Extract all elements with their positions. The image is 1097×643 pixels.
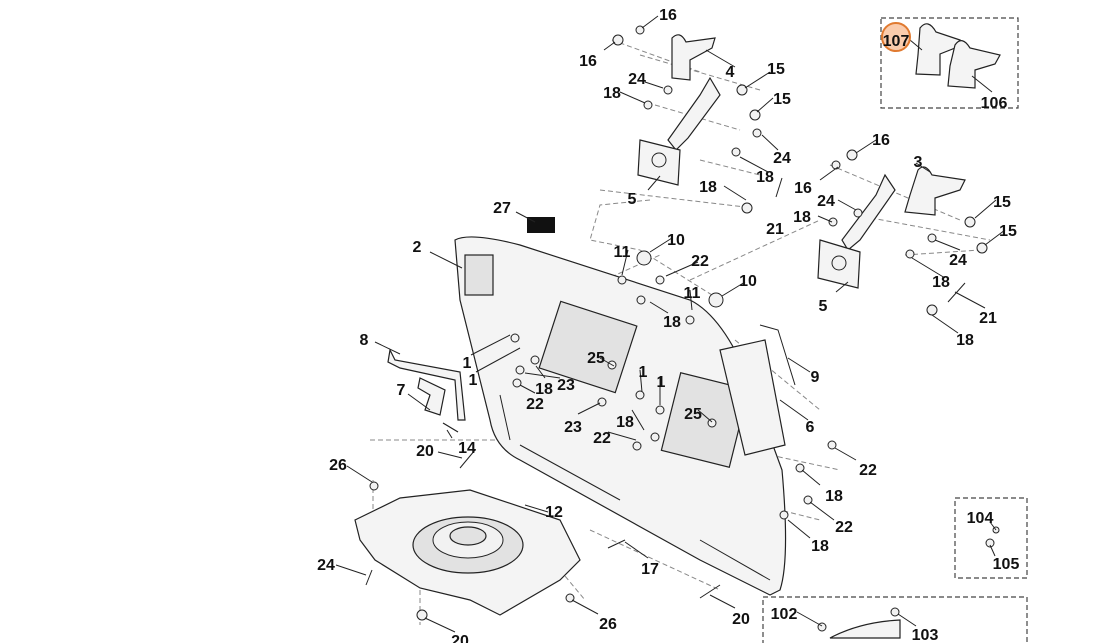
base-deck-part bbox=[354, 489, 581, 616]
callout-label-18[interactable]: 18 bbox=[616, 414, 634, 431]
callout-label-24[interactable]: 24 bbox=[949, 252, 967, 269]
callout-label-15[interactable]: 15 bbox=[767, 61, 785, 78]
inset-box-bottom bbox=[762, 596, 1028, 643]
callout-label-11[interactable]: 11 bbox=[684, 285, 701, 302]
callout-label-24[interactable]: 24 bbox=[317, 557, 335, 574]
callout-label-16[interactable]: 16 bbox=[794, 180, 812, 197]
callout-label-23[interactable]: 23 bbox=[557, 377, 575, 394]
callout-label-18[interactable]: 18 bbox=[756, 169, 774, 186]
callout-label-1[interactable]: 1 bbox=[657, 374, 666, 391]
callout-label-16[interactable]: 16 bbox=[872, 132, 890, 149]
callout-label-5[interactable]: 5 bbox=[628, 191, 637, 208]
callout-label-26[interactable]: 26 bbox=[329, 457, 347, 474]
callout-label-9[interactable]: 9 bbox=[811, 369, 820, 386]
callout-label-1[interactable]: 1 bbox=[463, 355, 472, 372]
callout-label-20[interactable]: 20 bbox=[732, 611, 750, 628]
inset-box-hooks bbox=[880, 17, 1019, 109]
callout-label-17[interactable]: 17 bbox=[641, 561, 659, 578]
callout-label-24[interactable]: 24 bbox=[817, 193, 835, 210]
support-arm-right bbox=[817, 173, 896, 289]
decal-label bbox=[527, 217, 555, 233]
hook-kit-parts bbox=[915, 23, 1001, 89]
callout-label-10[interactable]: 10 bbox=[667, 232, 685, 249]
callout-label-27[interactable]: 27 bbox=[493, 200, 511, 217]
callout-label-2[interactable]: 2 bbox=[413, 239, 422, 256]
cover-plate-part bbox=[719, 324, 796, 456]
callout-label-22[interactable]: 22 bbox=[835, 519, 853, 536]
support-arm-left bbox=[637, 76, 721, 186]
callout-label-103[interactable]: 103 bbox=[912, 627, 939, 643]
callout-label-4[interactable]: 4 bbox=[726, 64, 735, 81]
inset-box-fasteners bbox=[954, 497, 1028, 579]
callout-label-15[interactable]: 15 bbox=[999, 223, 1017, 240]
callout-label-25[interactable]: 25 bbox=[587, 350, 605, 367]
callout-label-24[interactable]: 24 bbox=[628, 71, 646, 88]
callout-label-11[interactable]: 11 bbox=[614, 244, 631, 261]
callout-label-6[interactable]: 6 bbox=[806, 419, 815, 436]
callout-label-22[interactable]: 22 bbox=[691, 253, 709, 270]
hook-bracket-3 bbox=[904, 166, 966, 216]
callout-label-22[interactable]: 22 bbox=[593, 430, 611, 447]
callout-label-16[interactable]: 16 bbox=[579, 53, 597, 70]
callout-label-23[interactable]: 23 bbox=[564, 419, 582, 436]
callout-label-8[interactable]: 8 bbox=[360, 332, 369, 349]
callout-label-12[interactable]: 12 bbox=[545, 504, 563, 521]
callout-label-22[interactable]: 22 bbox=[859, 462, 877, 479]
rod-part bbox=[387, 348, 466, 421]
callout-label-18[interactable]: 18 bbox=[603, 85, 621, 102]
callout-label-18[interactable]: 18 bbox=[793, 209, 811, 226]
hook-bracket-4 bbox=[671, 34, 716, 81]
callout-label-7[interactable]: 7 bbox=[397, 382, 406, 399]
callout-label-18[interactable]: 18 bbox=[825, 488, 843, 505]
callout-label-107[interactable]: 107 bbox=[883, 33, 910, 50]
callout-label-1[interactable]: 1 bbox=[469, 372, 478, 389]
callout-label-102[interactable]: 102 bbox=[771, 606, 798, 623]
callout-label-15[interactable]: 15 bbox=[773, 91, 791, 108]
callout-label-21[interactable]: 21 bbox=[979, 310, 997, 327]
back-panel-part bbox=[454, 236, 787, 596]
callout-label-18[interactable]: 18 bbox=[932, 274, 950, 291]
callout-label-18[interactable]: 18 bbox=[811, 538, 829, 555]
callout-label-22[interactable]: 22 bbox=[526, 396, 544, 413]
callout-label-24[interactable]: 24 bbox=[773, 150, 791, 167]
callout-label-14[interactable]: 14 bbox=[458, 440, 476, 457]
callout-label-5[interactable]: 5 bbox=[819, 298, 828, 315]
callout-label-18[interactable]: 18 bbox=[663, 314, 681, 331]
callout-label-26[interactable]: 26 bbox=[599, 616, 617, 633]
callout-label-20[interactable]: 20 bbox=[416, 443, 434, 460]
callout-label-18[interactable]: 18 bbox=[535, 381, 553, 398]
latch-bracket-part bbox=[417, 377, 459, 433]
callout-label-3[interactable]: 3 bbox=[914, 154, 923, 171]
callout-label-105[interactable]: 105 bbox=[993, 556, 1020, 573]
callout-label-18[interactable]: 18 bbox=[699, 179, 717, 196]
callout-label-20[interactable]: 20 bbox=[451, 633, 469, 643]
callout-label-106[interactable]: 106 bbox=[981, 95, 1008, 112]
callout-label-18[interactable]: 18 bbox=[956, 332, 974, 349]
callout-label-1[interactable]: 1 bbox=[639, 364, 648, 381]
callout-label-104[interactable]: 104 bbox=[967, 510, 994, 527]
callout-label-16[interactable]: 16 bbox=[659, 7, 677, 24]
callout-label-10[interactable]: 10 bbox=[739, 273, 757, 290]
leader-lines bbox=[335, 15, 1006, 633]
callout-label-21[interactable]: 21 bbox=[766, 221, 784, 238]
highlight-circle[interactable] bbox=[881, 22, 911, 52]
callout-label-25[interactable]: 25 bbox=[684, 406, 702, 423]
callout-label-15[interactable]: 15 bbox=[993, 194, 1011, 211]
